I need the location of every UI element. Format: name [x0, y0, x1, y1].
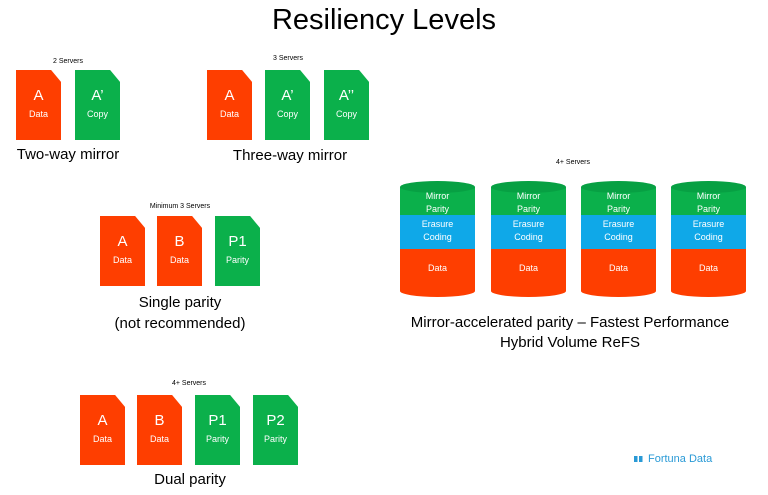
block-letter: B [154, 412, 165, 429]
tier-label: Mirror [606, 191, 631, 201]
block-letter: A [33, 87, 44, 104]
block-letter: A’ [91, 87, 104, 104]
copy-block-a-prime: A’ Copy [75, 70, 120, 140]
tier-label: Parity [516, 204, 540, 214]
data-tier: Data [491, 262, 566, 275]
cylinder-shape [671, 181, 746, 297]
server-count-label: 2 Servers [53, 58, 83, 65]
parity-block-p1: P1 Parity [195, 395, 240, 465]
tier-label: Data [518, 263, 538, 273]
tier-label: Erasure [421, 219, 454, 229]
single-parity-note: (not recommended) [114, 315, 246, 332]
block-label: Copy [276, 109, 298, 119]
data-block-a: A Data [80, 395, 125, 465]
tier-label: Parity [606, 204, 630, 214]
block-letter: A [224, 87, 235, 104]
logo-text: Fortuna Data [648, 453, 713, 465]
copy-block-a-prime: A’ Copy [265, 70, 310, 140]
page-title: Resiliency Levels [271, 4, 497, 36]
tier-label: Data [698, 263, 718, 273]
cylinder-shape [581, 181, 656, 297]
block-label: Data [28, 109, 48, 119]
block-label: Copy [86, 109, 108, 119]
data-block-b: B Data [137, 395, 182, 465]
block-label: Parity [263, 434, 287, 444]
block-label: Parity [205, 434, 229, 444]
data-tier: Data [671, 262, 746, 275]
block-label: Data [112, 255, 132, 265]
tier-label: Erasure [602, 219, 635, 229]
two-way-mirror-caption: Two-way mirror [16, 146, 120, 163]
tier-label: Coding [604, 232, 633, 242]
block-letter: A [97, 412, 108, 429]
fortuna-data-logo: Fortuna Data [634, 453, 712, 465]
block-letter: P2 [266, 412, 285, 429]
block-letter: A’’ [338, 87, 355, 104]
dual-parity-caption: Dual parity [154, 471, 226, 488]
block-label: Copy [335, 109, 357, 119]
tier-label: Parity [696, 204, 720, 214]
server-count-label: Minimum 3 Servers [149, 203, 211, 210]
block-letter: B [174, 233, 185, 250]
data-tier: Data [400, 262, 475, 275]
server-count-label: 3 Servers [273, 55, 303, 62]
single-parity-caption: Single parity [138, 294, 222, 311]
block-letter: A’ [281, 87, 294, 104]
block-letter: P1 [208, 412, 227, 429]
tier-label: Coding [514, 232, 543, 242]
data-block-a: A Data [16, 70, 61, 140]
tier-label: Mirror [425, 191, 450, 201]
block-label: Parity [225, 255, 249, 265]
block-label: Data [92, 434, 112, 444]
data-block-a: A Data [207, 70, 252, 140]
mirror-accelerated-caption: Mirror-accelerated parity – Fastest Perf… [410, 314, 730, 331]
data-tier: Data [581, 262, 656, 275]
server-count-label: 4+ Servers [555, 159, 591, 166]
tier-label: Data [427, 263, 447, 273]
tier-label: Data [608, 263, 628, 273]
block-letter: A [117, 233, 128, 250]
tier-label: Mirror [696, 191, 721, 201]
parity-block-p1: P1 Parity [215, 216, 260, 286]
cylinder-shape [491, 181, 566, 297]
hybrid-volume-caption: Hybrid Volume ReFS [499, 334, 641, 351]
block-label: Data [169, 255, 189, 265]
data-block-b: B Data [157, 216, 202, 286]
copy-block-a-double-prime: A’’ Copy [324, 70, 369, 140]
server-count-label: 4+ Servers [171, 380, 207, 387]
block-label: Data [219, 109, 239, 119]
data-block-a: A Data [100, 216, 145, 286]
tier-label: Erasure [692, 219, 725, 229]
tier-label: Mirror [516, 191, 541, 201]
block-label: Data [149, 434, 169, 444]
tier-label: Coding [694, 232, 723, 242]
logo-mark-icon [634, 456, 646, 463]
three-way-mirror-caption: Three-way mirror [232, 147, 348, 164]
tier-label: Parity [425, 204, 449, 214]
parity-block-p2: P2 Parity [253, 395, 298, 465]
tier-label: Erasure [512, 219, 545, 229]
cylinder-shape [400, 181, 475, 297]
block-letter: P1 [228, 233, 247, 250]
tier-label: Coding [423, 232, 452, 242]
